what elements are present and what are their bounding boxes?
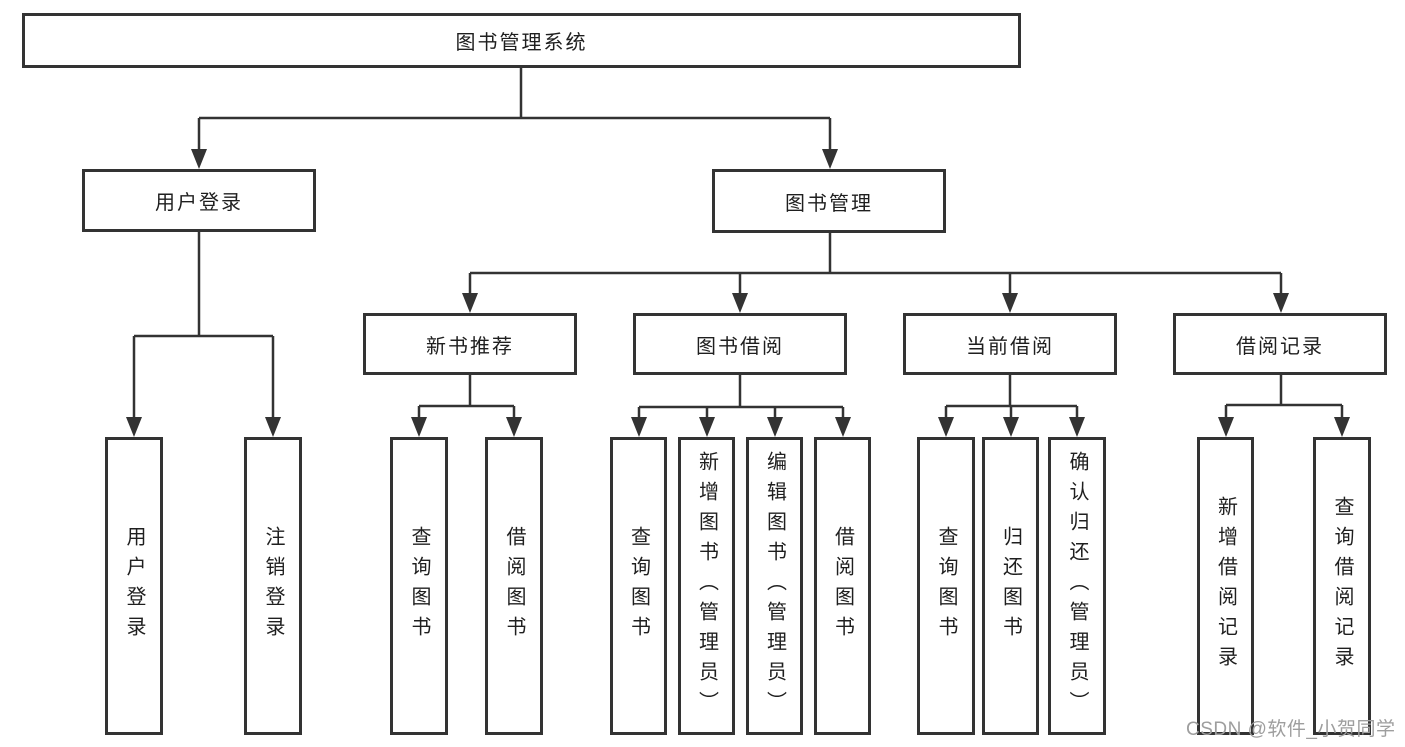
arrowheads (126, 149, 1350, 437)
leaf-edit-book-admin: 编辑图书（管理员） (746, 437, 803, 735)
node-user-login-branch-label: 用户登录 (155, 192, 243, 214)
leaf-return-book-label: 归还图书 (999, 526, 1022, 646)
leaf-query-books-1: 查询图书 (390, 437, 448, 735)
leaf-user-login: 用户登录 (105, 437, 163, 735)
node-new-book-recommend: 新书推荐 (363, 313, 577, 375)
node-book-borrow-label: 图书借阅 (696, 335, 784, 358)
node-root-label: 图书管理系统 (455, 32, 588, 54)
leaf-query-books-3-label: 查询图书 (935, 526, 957, 646)
leaf-logout: 注销登录 (244, 437, 302, 735)
leaf-query-books-2-label: 查询图书 (627, 526, 650, 646)
leaf-add-book-admin: 新增图书（管理员） (678, 437, 735, 735)
leaf-query-books-2: 查询图书 (610, 437, 667, 735)
leaf-borrow-books-2-label: 借阅图书 (831, 526, 854, 646)
leaf-add-borrow-record-label: 新增借阅记录 (1214, 496, 1237, 676)
node-current-borrow: 当前借阅 (903, 313, 1117, 375)
leaf-query-borrow-record-label: 查询借阅记录 (1331, 496, 1353, 676)
leaf-logout-label: 注销登录 (262, 526, 284, 646)
leaf-edit-book-admin-label: 编辑图书（管理员） (763, 451, 786, 721)
node-root: 图书管理系统 (22, 13, 1021, 68)
csdn-watermark: CSDN @软件_小贺同学 (1186, 719, 1396, 740)
leaf-add-borrow-record: 新增借阅记录 (1197, 437, 1254, 735)
leaf-query-books-3: 查询图书 (917, 437, 975, 735)
node-borrow-records-label: 借阅记录 (1236, 335, 1324, 358)
node-borrow-records: 借阅记录 (1173, 313, 1387, 375)
leaf-query-books-1-label: 查询图书 (408, 526, 430, 646)
leaf-add-book-admin-label: 新增图书（管理员） (695, 451, 718, 721)
leaf-query-borrow-record: 查询借阅记录 (1313, 437, 1371, 735)
node-book-borrow: 图书借阅 (633, 313, 847, 375)
node-user-login-branch: 用户登录 (82, 169, 316, 232)
leaf-confirm-return-admin-label: 确认归还（管理员） (1066, 451, 1088, 721)
leaf-borrow-books-1: 借阅图书 (485, 437, 543, 735)
leaf-borrow-books-1-label: 借阅图书 (503, 526, 525, 646)
node-book-management: 图书管理 (712, 169, 946, 233)
leaf-user-login-label: 用户登录 (123, 526, 145, 646)
node-new-book-recommend-label: 新书推荐 (426, 335, 514, 358)
node-current-borrow-label: 当前借阅 (966, 335, 1054, 358)
leaf-confirm-return-admin: 确认归还（管理员） (1048, 437, 1106, 735)
node-book-management-label: 图书管理 (785, 192, 873, 215)
leaf-return-book: 归还图书 (982, 437, 1039, 735)
leaf-borrow-books-2: 借阅图书 (814, 437, 871, 735)
